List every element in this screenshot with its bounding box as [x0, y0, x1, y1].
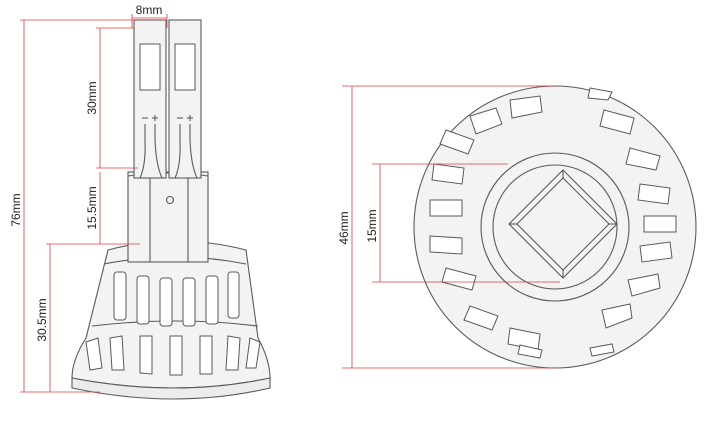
chip-width-label: 8mm	[136, 3, 163, 17]
led-chip-boards	[133, 19, 202, 179]
top-view: 46mm 15mm	[337, 85, 697, 369]
side-view-dimension-lines	[20, 14, 168, 393]
side-view: 8mm 30mm 15.5mm 76mm 30.5mm	[9, 3, 271, 400]
chip-length-label: 30mm	[85, 81, 99, 114]
neck-length-label: 15.5mm	[85, 186, 99, 229]
outer-diameter-label: 46mm	[337, 211, 351, 244]
inner-diameter-label: 15mm	[365, 209, 379, 242]
diamond-socket	[508, 169, 618, 279]
ventilation-slots	[429, 87, 677, 359]
neck-tube	[127, 171, 209, 263]
base-height-label: 30.5mm	[35, 298, 49, 341]
top-view-dimension-lines	[342, 85, 560, 369]
heat-sink-base	[71, 240, 271, 400]
total-length-label: 76mm	[9, 193, 23, 226]
